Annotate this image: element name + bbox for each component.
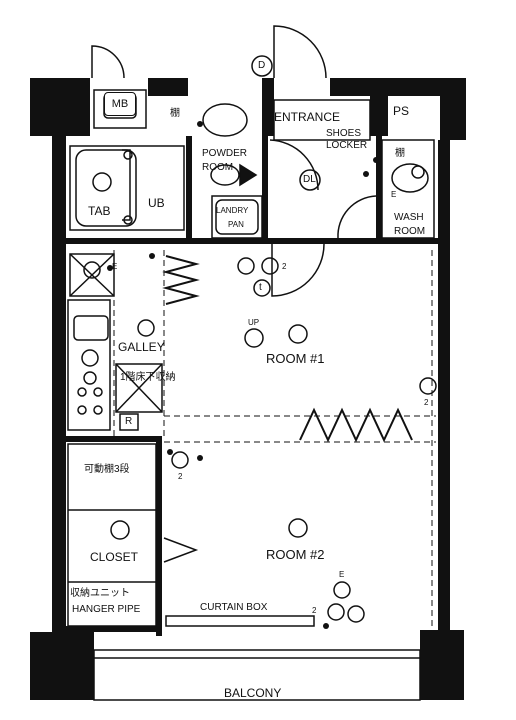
e-label-wash: E: [391, 190, 397, 199]
locker-label: LOCKER: [326, 140, 368, 151]
dl-label: DL: [303, 174, 316, 185]
curtain-box-label: CURTAIN BOX: [200, 602, 268, 613]
room1-label: ROOM #1: [266, 351, 325, 366]
floor-storage-label: 1階床下収納: [120, 372, 176, 383]
shoes-label: SHOES: [326, 128, 362, 139]
ps-label: PS: [393, 104, 410, 118]
ub-label: UB: [148, 196, 165, 210]
d-label: D: [258, 60, 266, 71]
laundry-label-2: PAN: [228, 220, 244, 229]
dots: [107, 121, 379, 629]
t-label: t: [259, 282, 262, 293]
shelf-label-top: 棚: [170, 108, 180, 119]
num-label-room2: 2: [178, 472, 183, 481]
dashed-lines: [113, 250, 436, 640]
galley-label: GALLEY: [118, 340, 165, 354]
num-label-right: 2: [424, 398, 429, 407]
shelf-label-right: 棚: [395, 148, 405, 159]
hanger-pipe-label: HANGER PIPE: [72, 604, 141, 615]
wash-room-label-2: ROOM: [394, 226, 426, 237]
storage-unit-label: 収納ユニット: [70, 588, 130, 599]
room2-label: ROOM #2: [266, 547, 325, 562]
fixtures: [67, 25, 437, 701]
up-label: UP: [248, 318, 260, 327]
num-label-bottom: 2: [312, 606, 317, 615]
e-label-bottom: E: [339, 570, 345, 579]
wash-room-label-1: WASH: [394, 212, 424, 223]
closet-label: CLOSET: [90, 550, 139, 564]
powder-room-label-2: ROOM: [202, 162, 234, 173]
wardrobe-zigzag: [162, 255, 413, 443]
tab-label: TAB: [88, 204, 111, 218]
num-label-room1: 2: [282, 262, 287, 271]
shelf-3-label: 可動棚3段: [84, 464, 130, 475]
laundry-label-1: LANDRY: [216, 206, 249, 215]
r-label: R: [125, 416, 133, 427]
mb-label: MB: [104, 92, 136, 116]
walls: [30, 78, 466, 700]
balcony-label: BALCONY: [224, 686, 282, 700]
powder-room-label-1: POWDER: [202, 148, 247, 159]
entrance-label: ENTRANCE: [274, 110, 341, 124]
e-label-galley: E: [112, 262, 118, 271]
